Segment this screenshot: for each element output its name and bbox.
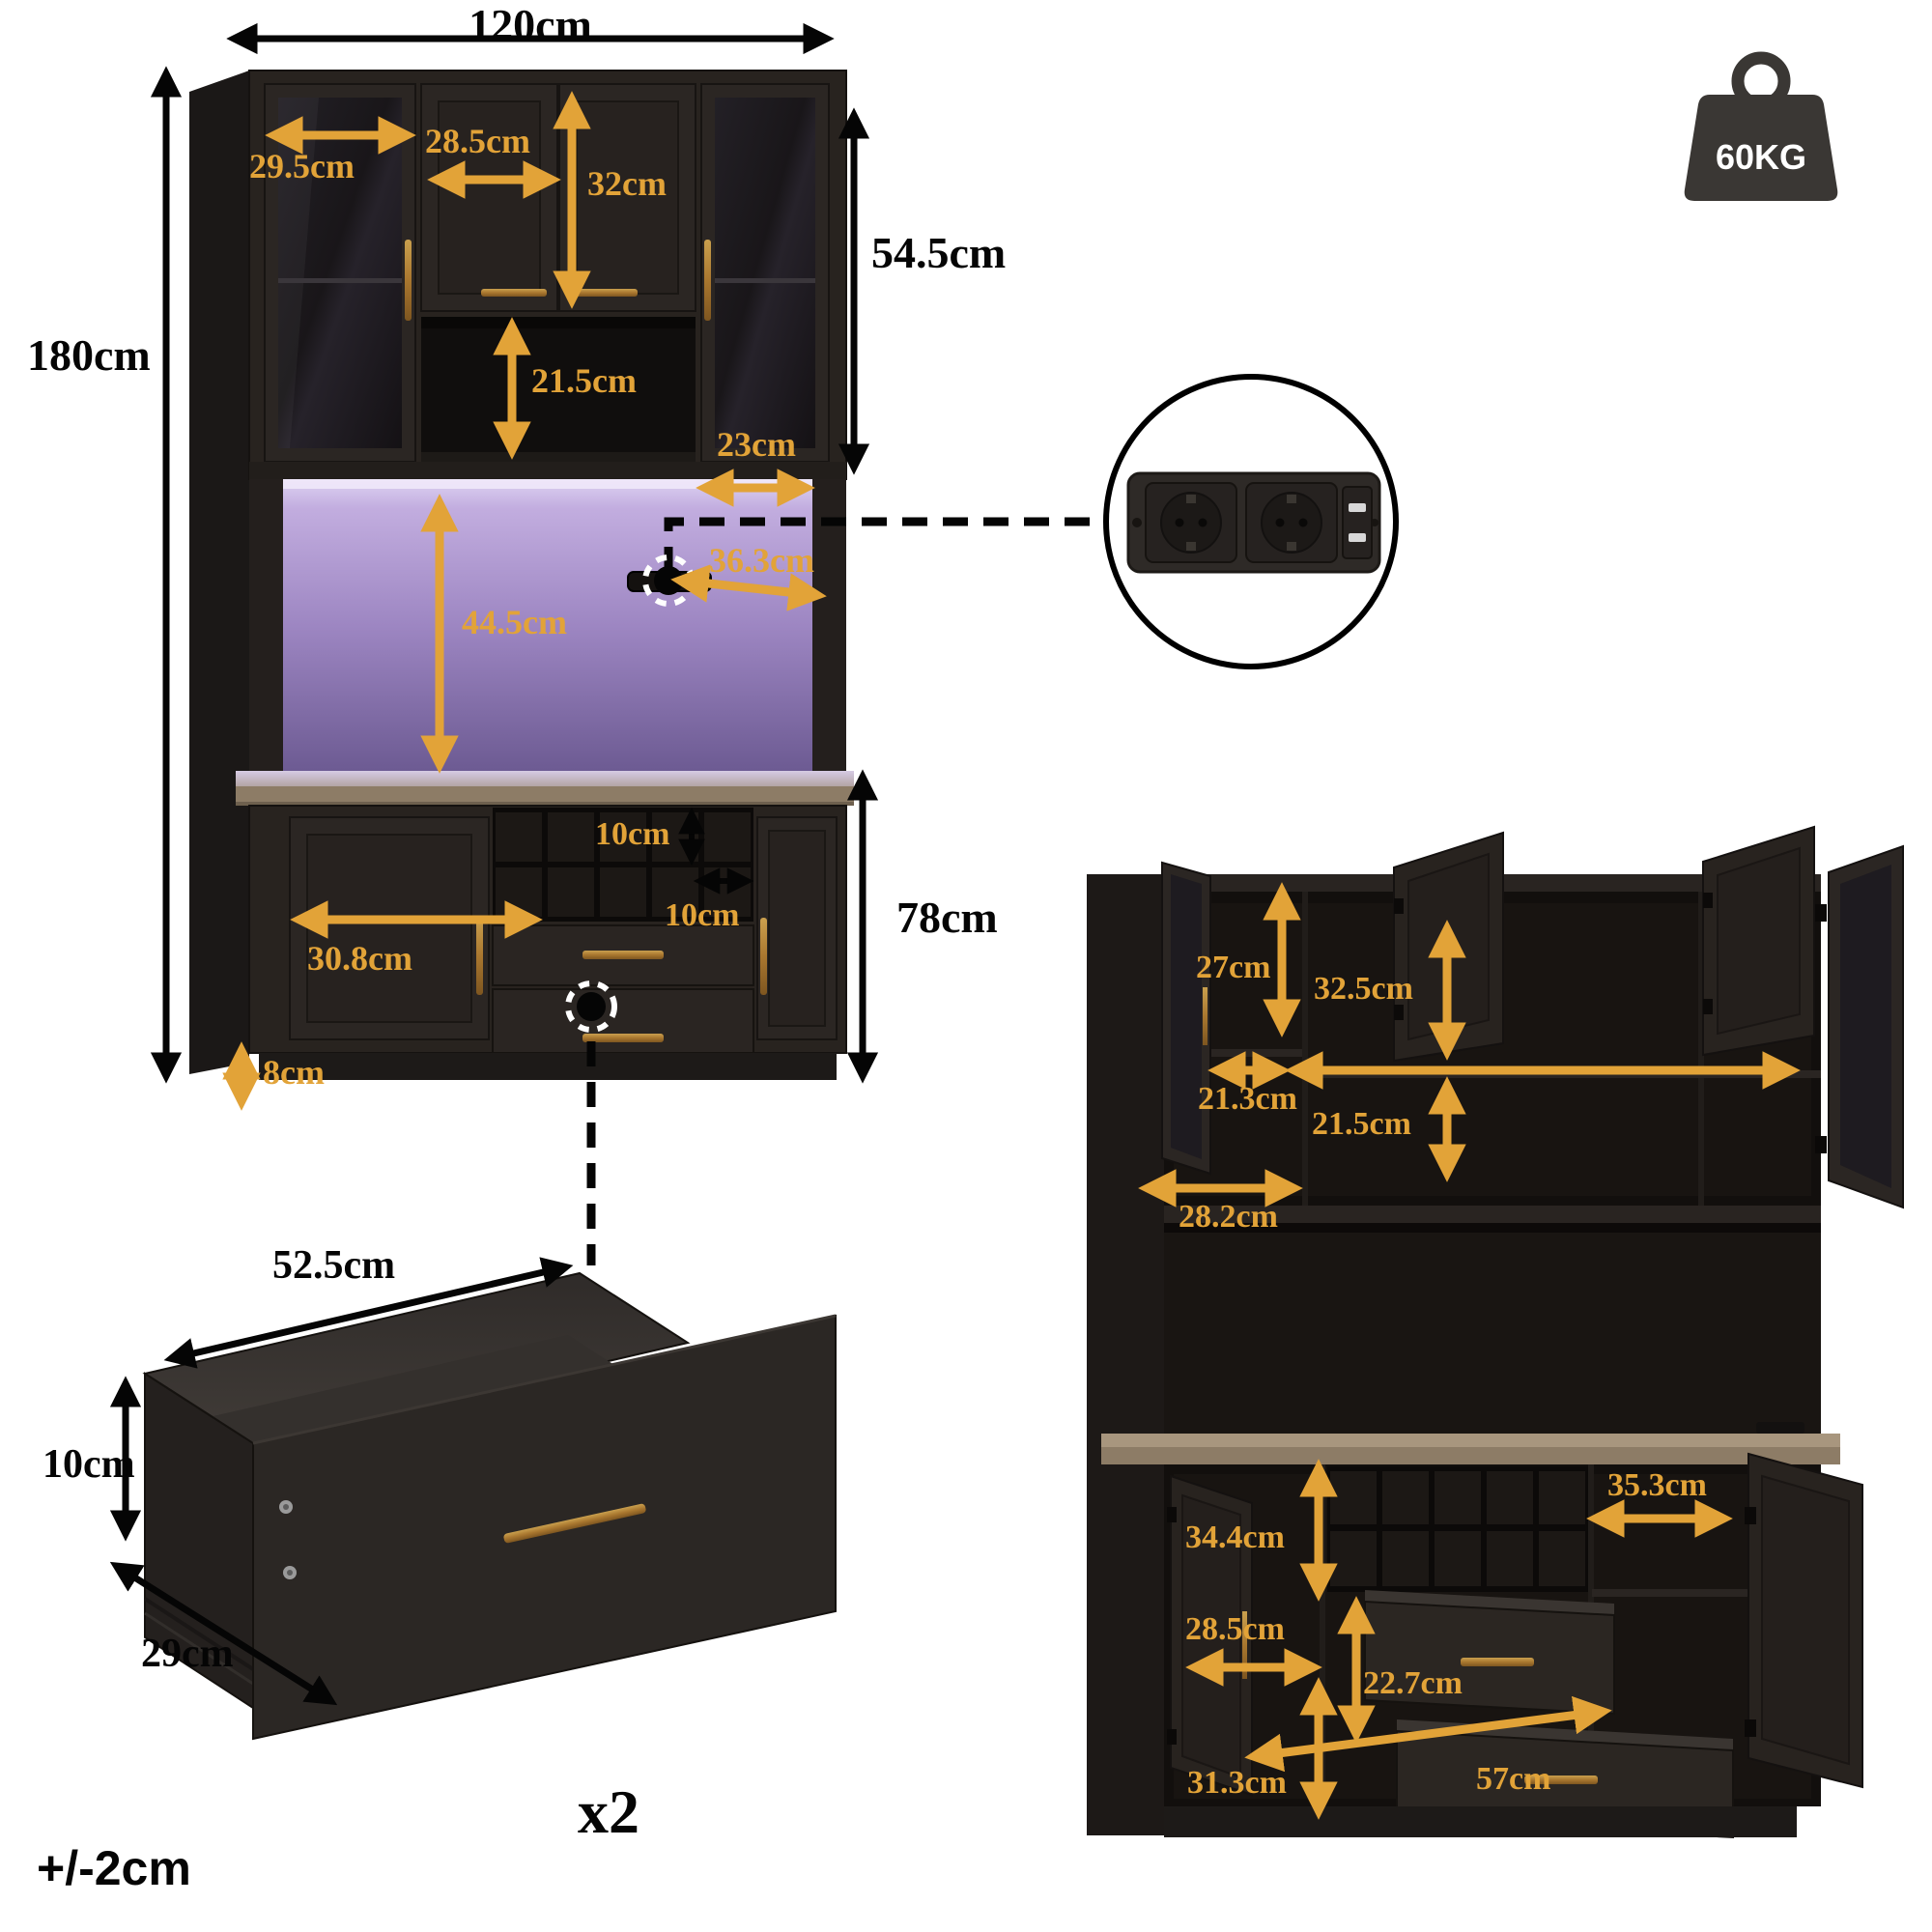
- dim-shelf-opening: 21.5cm: [531, 361, 637, 400]
- tolerance-note: +/-2cm: [37, 1841, 191, 1895]
- dim-open-drawer-front: 22.7cm: [1363, 1665, 1463, 1701]
- dim-open-right-width: 35.3cm: [1607, 1467, 1707, 1503]
- dim-open-base-upper: 34.4cm: [1185, 1520, 1285, 1555]
- dim-base-height: 78cm: [896, 893, 998, 942]
- dim-center-door-width: 28.5cm: [425, 122, 530, 160]
- dim-open-base-lower: 31.3cm: [1187, 1765, 1287, 1801]
- dim-cubby-height: 10cm: [595, 816, 670, 852]
- dim-open-left-width: 21.3cm: [1198, 1081, 1297, 1117]
- dim-open-left-shelf: 27cm: [1196, 950, 1271, 985]
- dim-cubby-width: 10cm: [665, 897, 740, 933]
- weight-capacity-label: 60KG: [1715, 137, 1807, 177]
- outlet-detail-callout: [1103, 374, 1399, 669]
- front-view-cabinet: [189, 70, 854, 1080]
- gold-dimension-arrows: [222, 91, 1801, 1820]
- dim-glass-door-width: 29.5cm: [249, 147, 355, 185]
- dim-front-width: 120cm: [469, 0, 592, 49]
- dim-plinth-height: 8cm: [263, 1053, 325, 1092]
- weight-capacity-icon: [1684, 51, 1838, 201]
- dim-outlet-offset: 36.3cm: [709, 541, 814, 580]
- dim-drawer-width: 52.5cm: [272, 1243, 396, 1288]
- dim-open-center-lower: 21.5cm: [1312, 1106, 1411, 1142]
- dim-hutch-height: 54.5cm: [871, 228, 1007, 277]
- dim-center-door-height: 32cm: [587, 164, 667, 203]
- dim-drawer-depth: 29cm: [141, 1632, 234, 1676]
- drawer-quantity: x2: [578, 1777, 639, 1846]
- dim-drawer-height: 10cm: [43, 1442, 135, 1487]
- dim-open-hutch-depth: 28.2cm: [1179, 1199, 1278, 1235]
- dashed-connectors: [586, 517, 1099, 1265]
- black-dimension-arrows: [109, 22, 879, 1706]
- dim-open-center-upper: 32.5cm: [1314, 971, 1413, 1007]
- black-small-arrows: [678, 807, 754, 895]
- dim-front-height: 180cm: [27, 330, 151, 380]
- dim-open-base-door: 28.5cm: [1185, 1611, 1285, 1647]
- dim-counter-depth: 23cm: [717, 425, 796, 464]
- dim-led-opening: 44.5cm: [462, 603, 567, 641]
- dim-open-drawer-width: 57cm: [1476, 1761, 1551, 1797]
- dim-base-door-width: 30.8cm: [307, 939, 412, 978]
